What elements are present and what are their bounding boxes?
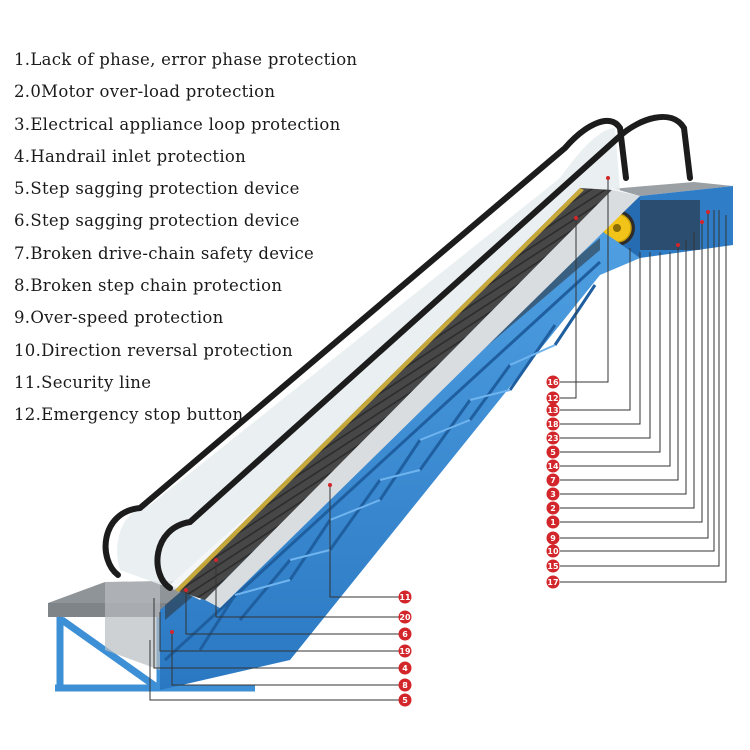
legend-item: 5.Step sagging protection device xyxy=(14,179,300,199)
legend-item: 6.Step sagging protection device xyxy=(14,211,300,231)
callout-badge: 19 xyxy=(398,644,412,658)
callout-number: 8 xyxy=(402,681,408,690)
legend-item: 10.Direction reversal protection xyxy=(14,340,293,360)
callout-number: 12 xyxy=(547,394,558,403)
legend-item: 11.Security line xyxy=(14,372,152,392)
callout-number: 9 xyxy=(550,534,556,543)
callout-badge: 18 xyxy=(546,417,560,431)
legend-item: 8.Broken step chain protection xyxy=(14,276,283,296)
callout-number: 2 xyxy=(550,504,556,513)
callout-number: 14 xyxy=(547,462,559,471)
callout-badge: 6 xyxy=(398,627,412,641)
callout-badge: 8 xyxy=(398,678,412,692)
callout-number: 6 xyxy=(402,630,408,639)
callout-badge: 20 xyxy=(398,610,412,624)
callout-number: 17 xyxy=(547,578,558,587)
callout-badge: 7 xyxy=(546,473,560,487)
callout-badge: 12 xyxy=(546,391,560,405)
legend-item: 1.Lack of phase, error phase protection xyxy=(14,50,358,69)
callout-badge: 3 xyxy=(546,487,560,501)
callout-number: 11 xyxy=(399,593,411,602)
callout-badge: 1 xyxy=(546,515,560,529)
bottom-leader-lines xyxy=(149,485,400,701)
callout-number: 18 xyxy=(547,420,559,429)
legend-item: 2.0Motor over-load protection xyxy=(14,82,276,102)
callout-badge: 5 xyxy=(398,693,412,707)
callout-number: 23 xyxy=(547,434,558,443)
callout-number: 5 xyxy=(550,448,556,457)
callout-badge: 16 xyxy=(546,375,560,389)
callout-badge: 15 xyxy=(546,559,560,573)
callout-badge: 10 xyxy=(546,544,560,558)
callout-badge: 4 xyxy=(398,661,412,675)
legend-item: 3.Electrical appliance loop protection xyxy=(14,114,341,134)
callout-number: 15 xyxy=(547,562,559,571)
callout-badge: 23 xyxy=(546,431,560,445)
anchor-dots xyxy=(170,176,710,634)
callout-number: 20 xyxy=(399,613,411,622)
legend-item: 9.Over-speed protection xyxy=(14,308,224,328)
callout-number: 16 xyxy=(547,378,559,387)
callout-badge: 17 xyxy=(546,575,560,589)
callout-badge: 9 xyxy=(546,531,560,545)
legend-item: 12.Emergency stop button xyxy=(14,405,244,425)
callout-number: 1 xyxy=(550,518,556,527)
callout-number: 5 xyxy=(402,696,408,705)
callout-number: 3 xyxy=(550,490,556,499)
callout-number: 19 xyxy=(399,647,411,656)
right-callout-badges: 16 12 13 18 23 5 14 7 3 2 1 9 10 15 17 xyxy=(546,375,560,589)
callout-number: 7 xyxy=(550,476,556,485)
escalator-steps xyxy=(175,188,612,600)
legend-item: 7.Broken drive-chain safety device xyxy=(14,243,315,263)
callout-number: 10 xyxy=(547,547,559,556)
callout-badge: 5 xyxy=(546,445,560,459)
callout-number: 13 xyxy=(547,406,558,415)
bottom-callout-badges: 11 20 6 19 4 8 5 xyxy=(398,590,412,707)
handrails xyxy=(102,114,693,591)
callout-badge: 2 xyxy=(546,501,560,515)
protection-legend: 1.Lack of phase, error phase protection 2… xyxy=(14,48,357,436)
legend-item: 4.Handrail inlet protection xyxy=(14,146,247,166)
callout-badge: 13 xyxy=(546,403,560,417)
right-leader-lines xyxy=(560,178,727,583)
callout-number: 4 xyxy=(402,664,408,673)
callout-badge: 11 xyxy=(398,590,412,604)
callout-badge: 14 xyxy=(546,459,560,473)
skirt-panel xyxy=(205,190,640,608)
